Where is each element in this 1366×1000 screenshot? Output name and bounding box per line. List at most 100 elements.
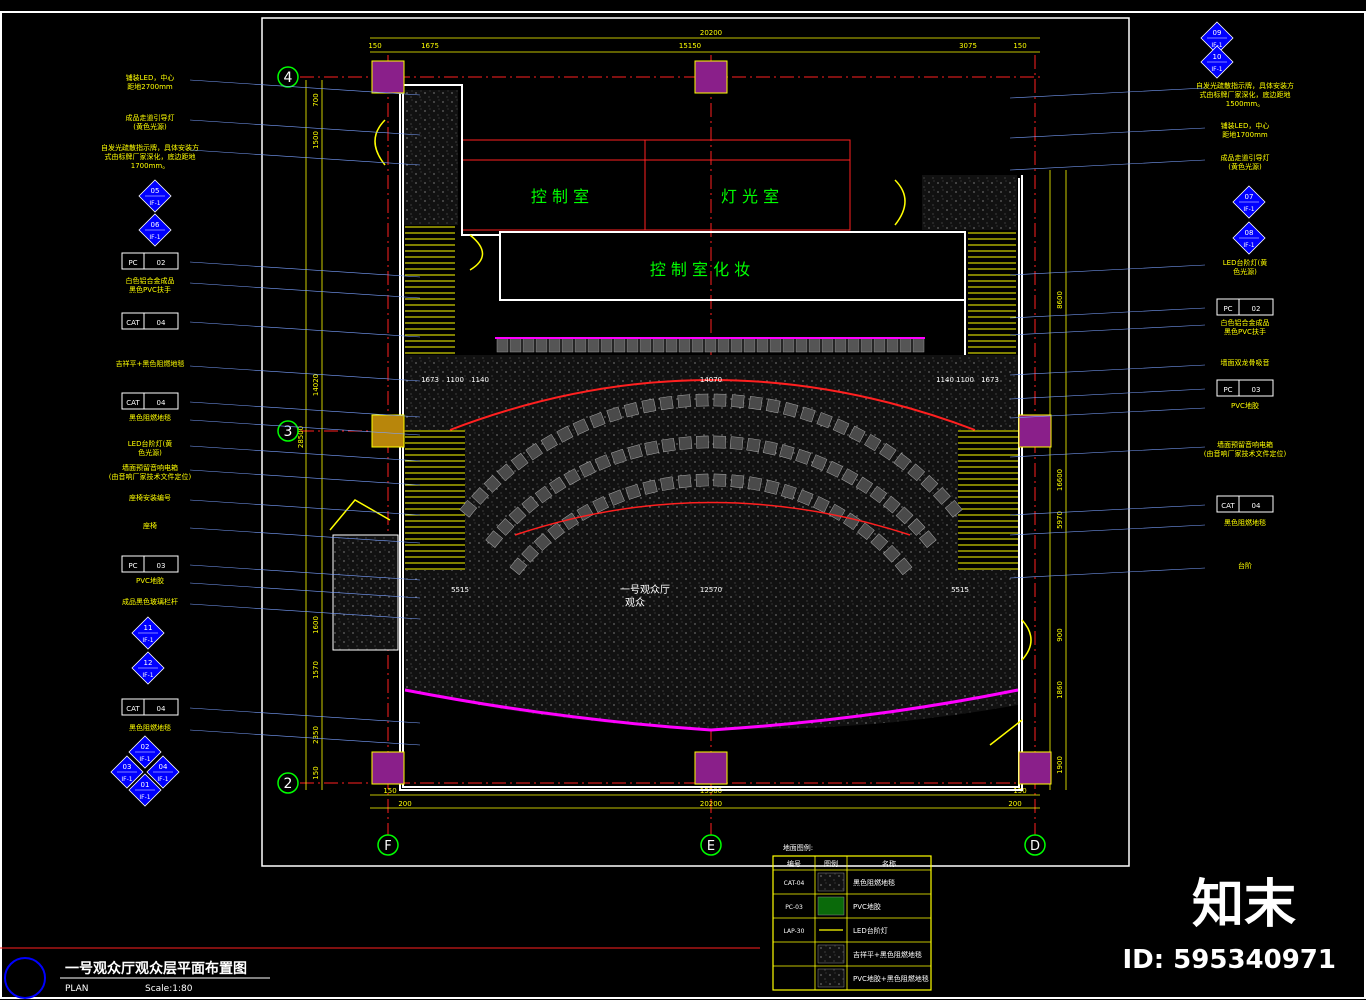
- leader-line: [1009, 364, 1206, 376]
- seat: [613, 337, 626, 353]
- seat: [626, 337, 639, 353]
- callout-text: 墙面预留音响电箱: [122, 463, 178, 472]
- leader-line: [189, 321, 421, 338]
- dimension-lines: [305, 37, 1067, 809]
- material-tag-code: CAT: [1221, 502, 1235, 510]
- seat: [578, 460, 596, 478]
- seat: [857, 522, 875, 541]
- right-callouts: 自发光疏散指示牌，具体安装方式由标牌厂家深化，底边距地1500mm。铺装LED，…: [1009, 21, 1294, 579]
- seat: [509, 337, 522, 353]
- section-marker-ref: IF-1: [1243, 242, 1254, 249]
- section-marker-number: 12: [144, 659, 153, 667]
- material-tag: [1216, 495, 1274, 513]
- dim-top-label: 1675: [421, 42, 439, 50]
- callout-text: 台阶: [1238, 561, 1252, 570]
- seat: [678, 436, 693, 450]
- seat: [907, 518, 926, 536]
- seat: [695, 393, 709, 407]
- dim-left-label: 1600: [312, 616, 320, 634]
- seat: [841, 468, 859, 486]
- seat: [907, 463, 925, 482]
- seat: [549, 476, 567, 494]
- material-tag: [1216, 379, 1274, 397]
- leader-line: [189, 707, 421, 724]
- seat: [832, 418, 850, 436]
- dim-left-label: 2350: [312, 726, 320, 744]
- drawing-frame: [261, 17, 1130, 867]
- legend-frame: [772, 855, 932, 991]
- seat: [589, 412, 606, 429]
- callout-text: 白色铝合金成品: [1221, 318, 1270, 327]
- seat: [521, 544, 539, 563]
- seat: [713, 435, 726, 449]
- seat: [665, 337, 678, 353]
- material-tag: [121, 698, 179, 716]
- leader-line: [189, 445, 421, 462]
- leader-line: [189, 469, 421, 486]
- seat: [525, 443, 543, 461]
- hall-label: 一号观众厅: [620, 584, 670, 596]
- inner-dimension: 1100: [956, 376, 974, 384]
- seat: [731, 394, 745, 408]
- dim-top-label: 150: [368, 42, 381, 50]
- leader-line: [1009, 307, 1206, 319]
- room-label-2: 灯 光 室: [721, 187, 779, 206]
- seat: [882, 495, 901, 514]
- control-rooms: [461, 139, 851, 231]
- leader-line: [1009, 524, 1206, 536]
- section-marker-ref: IF-1: [142, 672, 153, 679]
- seat: [509, 557, 528, 576]
- seat: [834, 337, 847, 353]
- section-marker-number: 11: [144, 624, 153, 632]
- callout-text: PVC地胶: [136, 576, 164, 585]
- stage-edge: [404, 688, 1019, 732]
- dim-left-label: 14020: [312, 374, 320, 396]
- axis-bubble-row: [277, 420, 299, 442]
- leader-line: [189, 419, 421, 436]
- leader-line: [189, 401, 421, 418]
- axis-col-label: F: [384, 839, 391, 854]
- leader-line: [189, 261, 421, 278]
- hall-sublabel: 观众: [625, 597, 645, 609]
- seat: [534, 485, 553, 504]
- section-marker-number: 02: [141, 743, 150, 751]
- axis-bubble-col: [377, 834, 399, 856]
- seat: [623, 402, 640, 418]
- leader-line: [189, 282, 421, 299]
- material-tag: [121, 312, 179, 330]
- seat: [769, 337, 782, 353]
- dim-right-label: 1900: [1056, 756, 1064, 774]
- seat: [920, 474, 939, 493]
- seat: [899, 337, 912, 353]
- dim-top-label: 15150: [679, 42, 701, 50]
- inner-dimension: 1100: [446, 376, 464, 384]
- inner-dimension: 5515: [451, 586, 469, 594]
- seat: [944, 499, 963, 518]
- dim-left-label: 1500: [312, 131, 320, 149]
- legend-name: 黑色阻燃地毯: [853, 878, 895, 887]
- seat: [522, 337, 535, 353]
- seat: [782, 337, 795, 353]
- dim-right-label: 8600: [1056, 291, 1064, 309]
- seat: [747, 476, 762, 491]
- seat: [810, 454, 828, 471]
- axis-row-label: 2: [284, 776, 293, 792]
- dim-bottom-label: 200: [1008, 800, 1021, 808]
- seat: [933, 487, 951, 505]
- callout-text: 式由标牌厂家深化，底边距地: [1200, 90, 1291, 99]
- dim-top-label: 3075: [959, 42, 977, 50]
- stair-left-upper: [405, 225, 455, 355]
- seat: [893, 452, 912, 471]
- callout-text: 白色铝合金成品: [126, 276, 175, 285]
- front-rail-arc: [514, 501, 911, 536]
- drawing-scale: Scale:1:80: [145, 984, 193, 994]
- material-tag-code: PC: [128, 562, 137, 570]
- axis-row-label: 3: [284, 424, 293, 440]
- seat: [782, 402, 799, 418]
- leader-line: [1009, 504, 1206, 516]
- seat: [713, 393, 727, 407]
- leader-line: [189, 582, 421, 599]
